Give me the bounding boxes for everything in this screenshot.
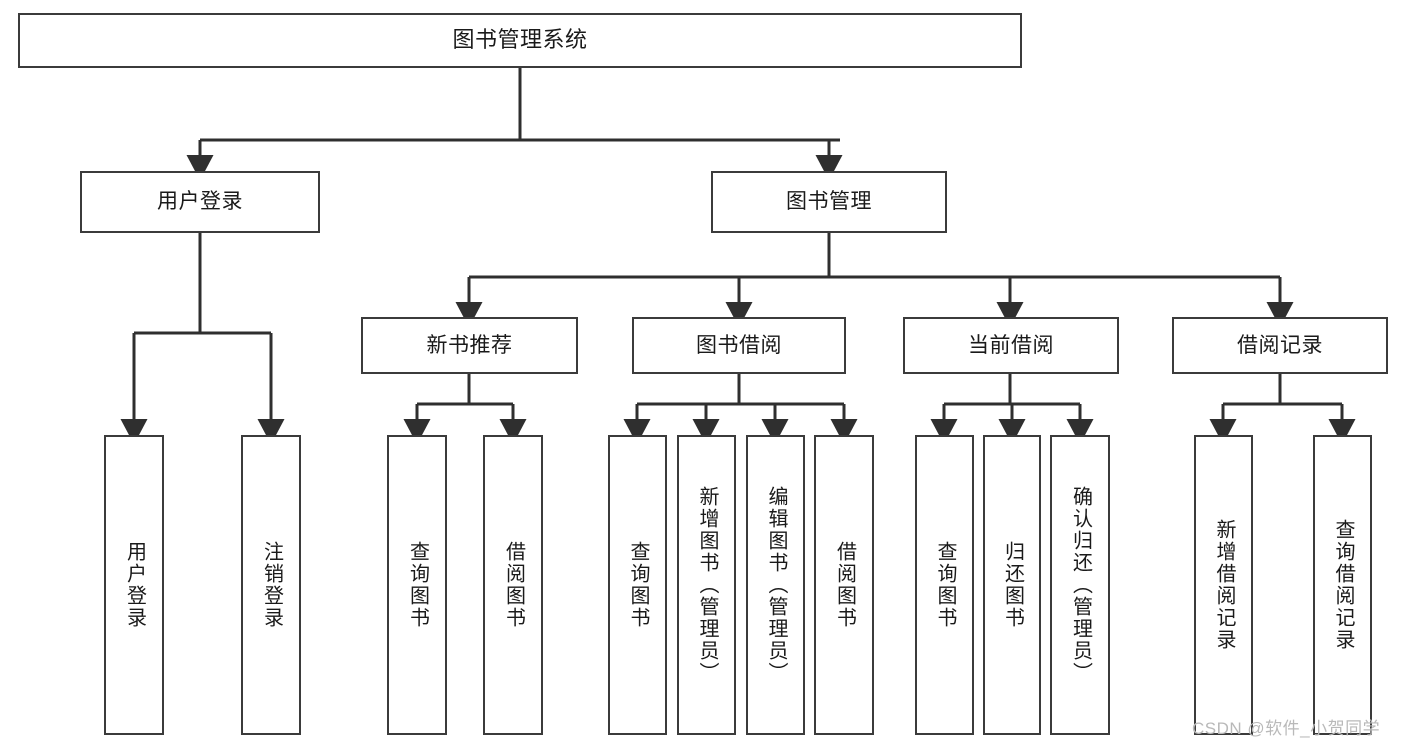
node-borrow-record[interactable]: 借阅记录 bbox=[1172, 317, 1388, 374]
node-leaf-add-record-label: 新增借阅记录 bbox=[1213, 519, 1235, 651]
node-leaf-query-record-label: 查询借阅记录 bbox=[1332, 519, 1354, 651]
node-book-borrow[interactable]: 图书借阅 bbox=[632, 317, 846, 374]
node-leaf-add-book-label: 新增图书（管理员） bbox=[696, 486, 718, 684]
node-leaf-borrow-book-2-label: 借阅图书 bbox=[833, 541, 856, 629]
node-book-borrow-label: 图书借阅 bbox=[696, 333, 782, 357]
node-leaf-query-record[interactable]: 查询借阅记录 bbox=[1313, 435, 1372, 735]
node-leaf-query-book-1-label: 查询图书 bbox=[406, 541, 429, 629]
node-leaf-return-book[interactable]: 归还图书 bbox=[983, 435, 1041, 735]
node-leaf-user-login-label: 用户登录 bbox=[123, 541, 146, 629]
node-leaf-borrow-book-1[interactable]: 借阅图书 bbox=[483, 435, 543, 735]
node-leaf-query-book-2[interactable]: 查询图书 bbox=[608, 435, 667, 735]
node-leaf-borrow-book-2[interactable]: 借阅图书 bbox=[814, 435, 874, 735]
node-root-system[interactable]: 图书管理系统 bbox=[18, 13, 1022, 68]
node-current-borrow-label: 当前借阅 bbox=[968, 333, 1054, 357]
node-user-login-label: 用户登录 bbox=[157, 190, 243, 214]
node-leaf-user-login[interactable]: 用户登录 bbox=[104, 435, 164, 735]
node-leaf-query-book-2-label: 查询图书 bbox=[627, 541, 649, 629]
node-leaf-logout[interactable]: 注销登录 bbox=[241, 435, 301, 735]
node-leaf-logout-label: 注销登录 bbox=[260, 541, 283, 629]
node-borrow-record-label: 借阅记录 bbox=[1237, 333, 1323, 357]
node-leaf-query-book-1[interactable]: 查询图书 bbox=[387, 435, 447, 735]
node-leaf-add-book[interactable]: 新增图书（管理员） bbox=[677, 435, 736, 735]
node-leaf-confirm-return[interactable]: 确认归还（管理员） bbox=[1050, 435, 1110, 735]
node-leaf-confirm-return-label: 确认归还（管理员） bbox=[1069, 486, 1092, 684]
node-leaf-add-record[interactable]: 新增借阅记录 bbox=[1194, 435, 1253, 735]
node-user-login[interactable]: 用户登录 bbox=[80, 171, 320, 233]
node-current-borrow[interactable]: 当前借阅 bbox=[903, 317, 1119, 374]
node-leaf-return-book-label: 归还图书 bbox=[1001, 541, 1024, 629]
node-leaf-edit-book-label: 编辑图书（管理员） bbox=[765, 486, 787, 684]
node-leaf-query-book-3[interactable]: 查询图书 bbox=[915, 435, 974, 735]
node-leaf-query-book-3-label: 查询图书 bbox=[934, 541, 956, 629]
node-book-manage-label: 图书管理 bbox=[786, 190, 872, 214]
node-book-manage[interactable]: 图书管理 bbox=[711, 171, 947, 233]
node-leaf-borrow-book-1-label: 借阅图书 bbox=[502, 541, 525, 629]
node-new-book-rec-label: 新书推荐 bbox=[426, 333, 513, 357]
watermark: CSDN @软件_小贺同学 bbox=[1192, 719, 1381, 738]
node-root-label: 图书管理系统 bbox=[452, 27, 588, 53]
node-leaf-edit-book[interactable]: 编辑图书（管理员） bbox=[746, 435, 805, 735]
node-new-book-rec[interactable]: 新书推荐 bbox=[361, 317, 578, 374]
